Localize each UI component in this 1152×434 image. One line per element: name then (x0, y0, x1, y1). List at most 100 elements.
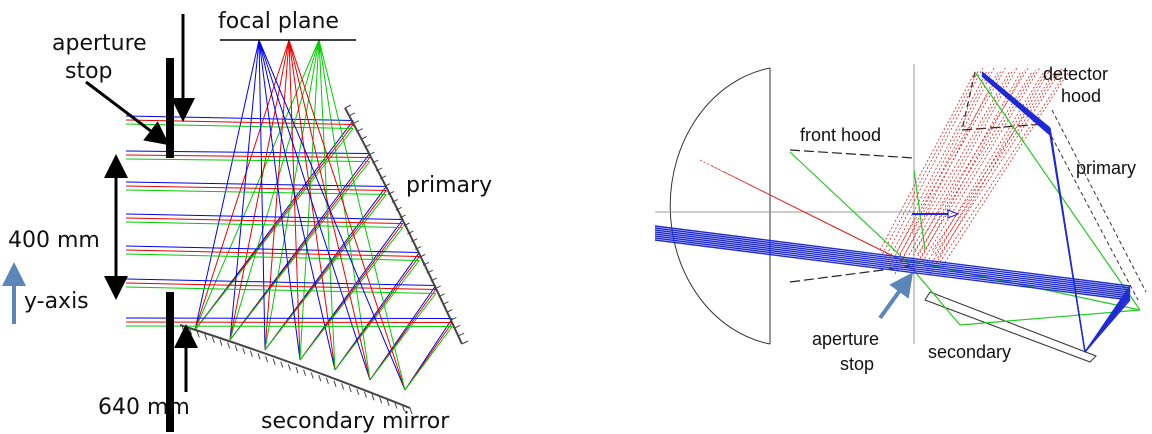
stray-light-rays-red (699, 67, 1071, 275)
beam-ray (654, 235, 1131, 297)
stray-ray (924, 71, 1044, 267)
incoming-ray (125, 245, 420, 253)
ray-to-secondary (404, 326, 453, 391)
primary-outline (1044, 109, 1147, 301)
stray-ray (922, 67, 1040, 263)
ray-to-focus (288, 39, 336, 371)
front-hood-upper (789, 149, 915, 159)
aperture-stop-label-line2: stop (65, 59, 113, 84)
ray-to-focus (194, 39, 260, 331)
stray-ray (937, 67, 1063, 259)
left-ray-trace-diagram: focal plane aperture stop primary 400 mm… (2, 9, 492, 434)
ray-to-focus (258, 39, 336, 371)
incoming-ray (125, 249, 420, 257)
incoming-ray (125, 213, 403, 220)
right-stray-light-diagram: detector hood front hood primary apertur… (654, 64, 1147, 374)
secondary-mirror-label: secondary mirror (261, 409, 450, 434)
aperture-stop-callout-arrow (878, 272, 914, 320)
stray-ray (897, 69, 1002, 251)
axis-direction-icon (947, 209, 960, 219)
stray-ray (831, 225, 906, 263)
incoming-ray (125, 286, 436, 294)
incoming-ray (125, 221, 403, 228)
aperture-stop-arrow (85, 80, 170, 146)
green-ray (913, 169, 926, 251)
ray-to-secondary (264, 194, 387, 351)
incoming-ray (125, 317, 453, 319)
stray-ray (939, 71, 1067, 263)
stray-ray (929, 67, 1052, 275)
ray-to-focus (258, 39, 266, 351)
incoming-ray (125, 115, 354, 121)
beam-ray (654, 225, 1131, 287)
aperture-stop-label-right-line1: aperture (812, 329, 879, 349)
ray-bundles (125, 39, 453, 391)
stray-ray (904, 69, 1014, 263)
ray-to-focus (194, 39, 290, 331)
incoming-ray (125, 253, 420, 261)
ray-to-focus (258, 39, 371, 381)
ray-to-focus (264, 39, 290, 351)
incoming-ray (125, 217, 403, 224)
stray-ray (942, 69, 1071, 267)
secondary-label-right: secondary (928, 342, 1011, 362)
stray-ray (884, 67, 983, 259)
stray-ray (899, 67, 1006, 255)
ray-to-focus (258, 39, 406, 391)
primary-label: primary (406, 173, 492, 198)
beam-ray (654, 237, 1131, 299)
ray-to-secondary (334, 260, 420, 371)
incoming-ray (125, 189, 387, 195)
incoming-ray (125, 119, 354, 125)
stray-ray (934, 69, 1059, 255)
detector-hood-side (961, 71, 976, 131)
stray-ray (747, 183, 906, 263)
green-ray (789, 151, 906, 261)
ray-to-focus (318, 39, 371, 381)
ray-to-focus (288, 39, 301, 361)
ray-to-focus (318, 39, 336, 371)
ray-to-focus (229, 39, 260, 341)
aperture-stop-label-right-line2: stop (840, 354, 874, 374)
detector-hood-label-line1: detector (1043, 64, 1108, 84)
ray-to-focus (299, 39, 320, 361)
stray-ray (889, 69, 991, 267)
beam-ray (654, 233, 1131, 295)
focal-plane-label: focal plane (218, 9, 339, 34)
main-beam-blue (654, 71, 1131, 353)
stray-ray (894, 71, 999, 275)
y-axis-label: y-axis (24, 289, 89, 314)
incoming-ray (125, 181, 387, 187)
ray-to-focus (288, 39, 406, 391)
incoming-ray (125, 278, 436, 286)
ray-to-focus (229, 39, 290, 341)
detector-hood-label-line2: hood (1061, 86, 1101, 106)
beam-ray (654, 229, 1131, 291)
stray-ray (919, 69, 1037, 259)
beam-ray (654, 239, 1131, 301)
dimension-400-label: 400 mm (8, 228, 100, 253)
ray-to-secondary (229, 161, 371, 341)
aperture-stop-label-line1: aperture (52, 31, 147, 56)
stray-ray (882, 69, 980, 255)
primary-mirror (344, 104, 469, 345)
ray-to-secondary (369, 293, 437, 381)
front-hood-arc (669, 67, 771, 345)
incoming-ray (125, 185, 387, 191)
stray-ray (912, 69, 1025, 275)
secondary-outline (924, 291, 1097, 363)
beam-ray (1049, 134, 1086, 353)
front-hood-label: front hood (800, 125, 881, 145)
dimension-640-label: 640 mm (98, 395, 190, 420)
aperture-stop-lower-plate (166, 292, 174, 432)
green-ray (974, 71, 1141, 311)
ray-to-focus (194, 39, 320, 331)
incoming-ray (125, 325, 453, 327)
stray-ray (892, 67, 995, 271)
incoming-ray (125, 321, 453, 323)
beam-ray (654, 231, 1131, 293)
ray-to-focus (318, 39, 406, 391)
ray-to-secondary (299, 227, 404, 361)
beam-ray (981, 75, 1051, 136)
